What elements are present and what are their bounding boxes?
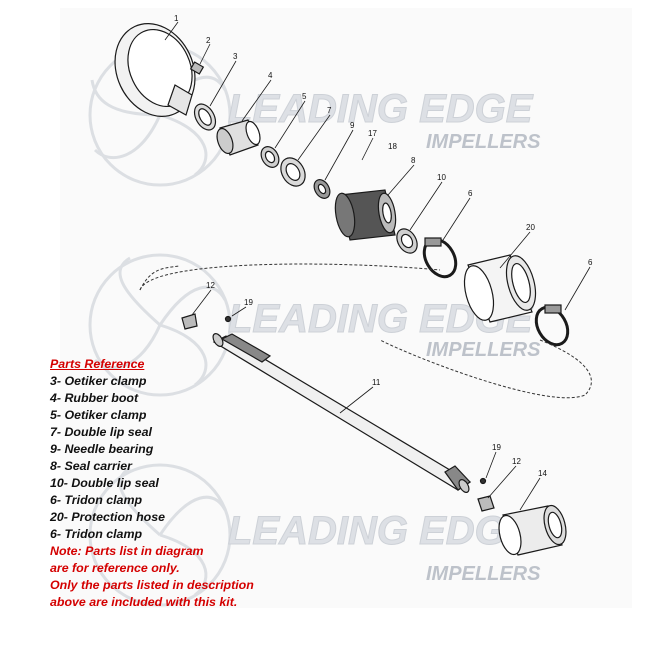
callout-6: 6 [588, 258, 593, 267]
watermark-sub: IMPELLERS [426, 339, 541, 361]
part-protection-hose [463, 254, 537, 323]
parts-reference-item: 9- Needle bearing [50, 442, 154, 456]
parts-reference-item: 6- Tridon clamp [50, 493, 143, 507]
part-double-lip-seal-7 [280, 157, 306, 187]
part-drive-shaft [212, 333, 472, 493]
part-tridon-clamp-upper [422, 237, 458, 279]
callout-8: 8 [411, 156, 416, 165]
part-tridon-clamp-lower [534, 304, 570, 347]
parts-reference-item: 3- Oetiker clamp [50, 374, 147, 388]
watermark-brand: LEADING EDGE [228, 87, 534, 131]
part-oetiker-clamp-3 [193, 103, 217, 131]
impeller-logo [88, 253, 232, 397]
callout-12: 12 [206, 281, 215, 290]
watermark-bottom: LEADING EDGE IMPELLERS [88, 463, 541, 607]
leader-lines [164, 21, 591, 511]
parts-reference-note: are for reference only. [50, 561, 180, 575]
part-plug-upper [181, 313, 198, 330]
impeller-logo [88, 463, 232, 607]
parts-reference-item: 10- Double lip seal [50, 476, 159, 490]
callout-11: 11 [372, 378, 381, 387]
callout-19: 19 [244, 298, 253, 307]
part-oring-lower [479, 477, 487, 485]
watermark-sub: IMPELLERS [426, 131, 541, 153]
part-double-lip-seal-10 [396, 228, 418, 254]
callout-2: 2 [206, 36, 211, 45]
parts-reference-item: 20- Protection hose [50, 510, 165, 524]
parts-reference-item: 5- Oetiker clamp [50, 408, 147, 422]
callout-6: 6 [468, 189, 473, 198]
callout-19: 19 [492, 443, 501, 452]
assembly-path-dashed [139, 263, 592, 399]
parts-reference-item: 6- Tridon clamp [50, 527, 143, 541]
callouts: 1 2 3 4 5 7 9 17 18 8 10 6 20 6 12 19 11… [174, 14, 593, 478]
callout-3: 3 [233, 52, 238, 61]
callout-4: 4 [268, 71, 273, 80]
part-bearing-sleeve [498, 504, 567, 556]
callout-14: 14 [538, 469, 547, 478]
parts-reference-legend: Parts Reference 3- Oetiker clamp 4- Rubb… [50, 356, 330, 611]
parts-reference-item: 8- Seal carrier [50, 459, 132, 473]
part-plug-lower [477, 495, 495, 512]
callout-10: 10 [437, 173, 446, 182]
callout-17: 17 [368, 129, 377, 138]
part-oring-upper [224, 315, 232, 323]
callout-9: 9 [350, 121, 355, 130]
part-oetiker-clamp-5 [260, 146, 280, 168]
part-seal-carrier [334, 189, 397, 241]
part-rubber-boot [216, 119, 261, 156]
part-coupler-bowl [114, 23, 196, 117]
watermark-brand: LEADING EDGE [228, 509, 534, 553]
callout-12: 12 [512, 457, 521, 466]
callout-5: 5 [302, 92, 307, 101]
part-needle-bearing [313, 179, 331, 199]
parts-reference-note: Only the parts listed in description [50, 578, 254, 592]
assembly-path-dashed-left [139, 265, 181, 291]
callout-1: 1 [174, 14, 179, 23]
parts-reference-item: 4- Rubber boot [50, 391, 139, 405]
callout-18: 18 [388, 142, 397, 151]
parts-reference-note: Note: Parts list in diagram [50, 544, 204, 558]
parts-reference-item: 7- Double lip seal [50, 425, 152, 439]
part-nut [189, 61, 205, 75]
callout-7: 7 [327, 106, 332, 115]
parts-reference-note: above are included with this kit. [50, 595, 238, 609]
watermark-sub: IMPELLERS [426, 563, 541, 585]
callout-20: 20 [526, 223, 535, 232]
parts-reference-heading: Parts Reference [50, 357, 145, 371]
